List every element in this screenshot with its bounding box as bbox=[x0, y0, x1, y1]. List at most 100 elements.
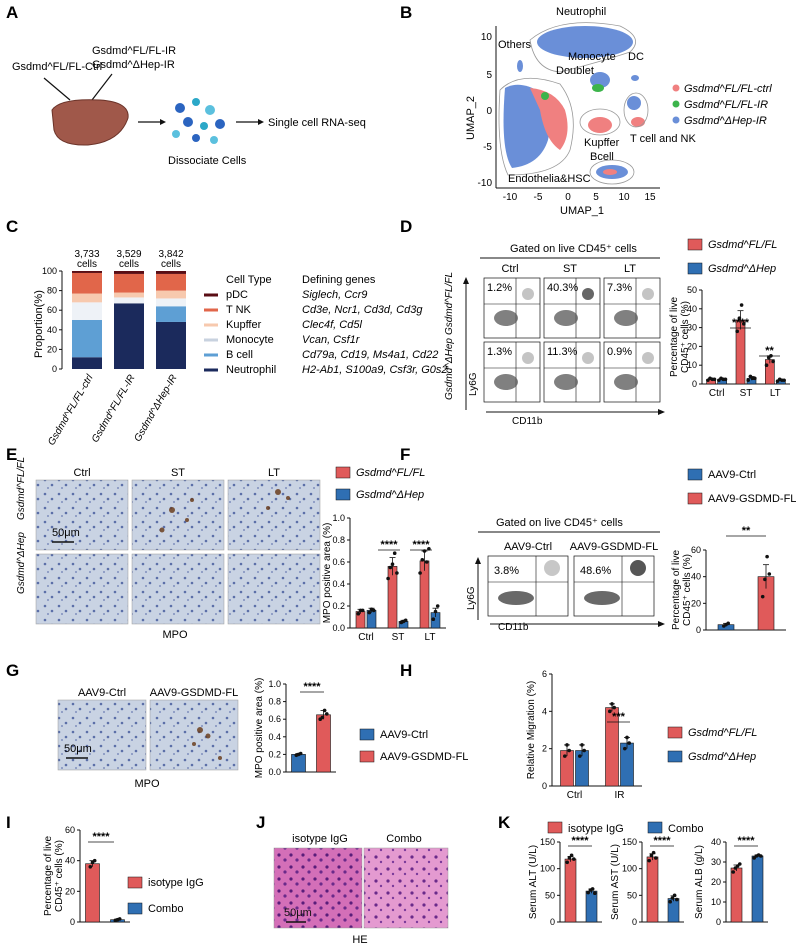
mpo-stain bbox=[205, 733, 211, 739]
data-point bbox=[360, 608, 365, 613]
tile-col-label: Ctrl bbox=[73, 467, 90, 479]
flow-density bbox=[554, 310, 578, 326]
data-point bbox=[627, 741, 631, 745]
data-point bbox=[767, 572, 772, 576]
flow-density bbox=[642, 288, 654, 300]
y-tick-label: 60 bbox=[691, 545, 701, 555]
gate-percentage: 48.6% bbox=[580, 565, 611, 577]
stack-segment bbox=[114, 292, 144, 298]
flow-density bbox=[522, 288, 534, 300]
stack-segment bbox=[156, 306, 186, 322]
x-tick-label: Ctrl bbox=[709, 388, 725, 399]
gate-label-f: Gated on live CD45⁺ cells bbox=[496, 517, 623, 529]
stack-segment bbox=[156, 298, 186, 307]
legend-swatch bbox=[667, 750, 683, 763]
flow-density bbox=[554, 374, 578, 390]
umap-ytick: 10 bbox=[481, 32, 493, 43]
x-tick-label: LT bbox=[425, 632, 436, 643]
data-point bbox=[92, 858, 97, 863]
gate-percentage: 0.9% bbox=[607, 346, 632, 358]
y-axis-label: Relative Migration (%) bbox=[526, 681, 537, 779]
legend-cell-type: T NK bbox=[226, 304, 252, 316]
data-point bbox=[764, 363, 769, 368]
tile-col-label: Combo bbox=[386, 833, 421, 845]
legend-title-genes: Defining genes bbox=[302, 274, 376, 286]
data-point bbox=[117, 917, 122, 921]
flow-yaxis-label: Ly6G bbox=[468, 372, 479, 396]
legend-swatch bbox=[359, 728, 375, 741]
flow-col-label: Ctrl bbox=[501, 263, 518, 275]
legend-label: Gsdmd^FL/FL bbox=[356, 467, 425, 479]
significance-stars: **** bbox=[92, 831, 110, 843]
panel-label-g: G bbox=[6, 661, 19, 680]
panel-label-h: H bbox=[400, 661, 412, 680]
step-sequencing: Single cell RNA-seq bbox=[268, 117, 366, 129]
data-point bbox=[388, 565, 393, 570]
y-tick-label: 60 bbox=[65, 825, 75, 835]
data-point bbox=[563, 754, 567, 758]
significance-stars: **** bbox=[737, 835, 755, 847]
y-axis-label-line: CD45⁺ cells (%) bbox=[680, 301, 691, 373]
significance-stars: **** bbox=[412, 539, 430, 551]
panel-label-k: K bbox=[498, 813, 511, 832]
y-axis-label-line: CD45⁺ cells (%) bbox=[682, 554, 693, 626]
y-tick-label: 0 bbox=[70, 917, 75, 927]
umap-legend: Gsdmd^FL/FL-ctrl Gsdmd^FL/FL-IR Gsdmd^ΔH… bbox=[672, 83, 772, 127]
data-point bbox=[771, 359, 775, 364]
data-point bbox=[433, 609, 438, 614]
mpo-stain bbox=[266, 506, 270, 510]
data-point bbox=[765, 554, 769, 559]
data-point bbox=[647, 858, 651, 863]
x-tick-label: LT bbox=[770, 388, 781, 399]
flow-density bbox=[494, 374, 518, 390]
umap-y-ticks: 10 5 0 -5 -10 bbox=[478, 32, 493, 189]
significance-stars: **** bbox=[732, 317, 750, 329]
flow-plot bbox=[483, 341, 541, 403]
mpo-stain bbox=[218, 756, 222, 760]
flow-plot bbox=[543, 341, 601, 403]
legend-swatch bbox=[687, 238, 703, 251]
cluster-label-endothelia: Endothelia&HSC bbox=[508, 173, 591, 185]
data-point bbox=[356, 611, 361, 616]
flow-plot bbox=[487, 555, 569, 617]
arrow-right-icon bbox=[658, 621, 665, 627]
micrograph-tile bbox=[149, 699, 239, 771]
legend-label: AAV9-Ctrl bbox=[380, 729, 428, 741]
umap-xtick: 15 bbox=[644, 192, 656, 203]
cluster-label-neutrophil: Neutrophil bbox=[556, 6, 606, 18]
cluster-label-bcell: Bcell bbox=[590, 151, 614, 163]
stack-segment bbox=[156, 273, 186, 291]
micrograph-tile bbox=[57, 699, 147, 771]
panel-f: F Gated on live CD45⁺ cells AAV9-Ctrl3.8… bbox=[400, 445, 796, 635]
data-point bbox=[672, 893, 677, 898]
micrograph-tile bbox=[227, 553, 321, 625]
stain-label-e: MPO bbox=[162, 629, 188, 641]
tile-col-label: ST bbox=[171, 467, 185, 479]
y-tick-label: 20 bbox=[47, 344, 57, 354]
chart-c-ylabel: Proportion(%) bbox=[33, 290, 45, 358]
y-axis-label-line: Percentage of live bbox=[671, 550, 682, 630]
data-point bbox=[753, 376, 757, 381]
flow-plot bbox=[603, 277, 661, 339]
mpo-stain bbox=[197, 727, 203, 733]
y-tick-label: 0 bbox=[52, 364, 57, 374]
group-label-hep-ir: Gsdmd^ΔHep-IR bbox=[92, 59, 175, 71]
significance-stars: *** bbox=[612, 711, 626, 723]
y-axis-label-line: Percentage of live bbox=[43, 836, 54, 916]
data-point bbox=[431, 617, 436, 621]
bar bbox=[419, 560, 430, 629]
flow-col-label: ST bbox=[563, 263, 577, 275]
x-tick-label: Gsdmd^ΔHep-IR bbox=[132, 373, 179, 444]
legend-cell-type: Kupffer bbox=[226, 319, 262, 331]
legend-label: Gsdmd^FL/FL bbox=[708, 239, 777, 251]
legend-swatch bbox=[687, 468, 703, 481]
